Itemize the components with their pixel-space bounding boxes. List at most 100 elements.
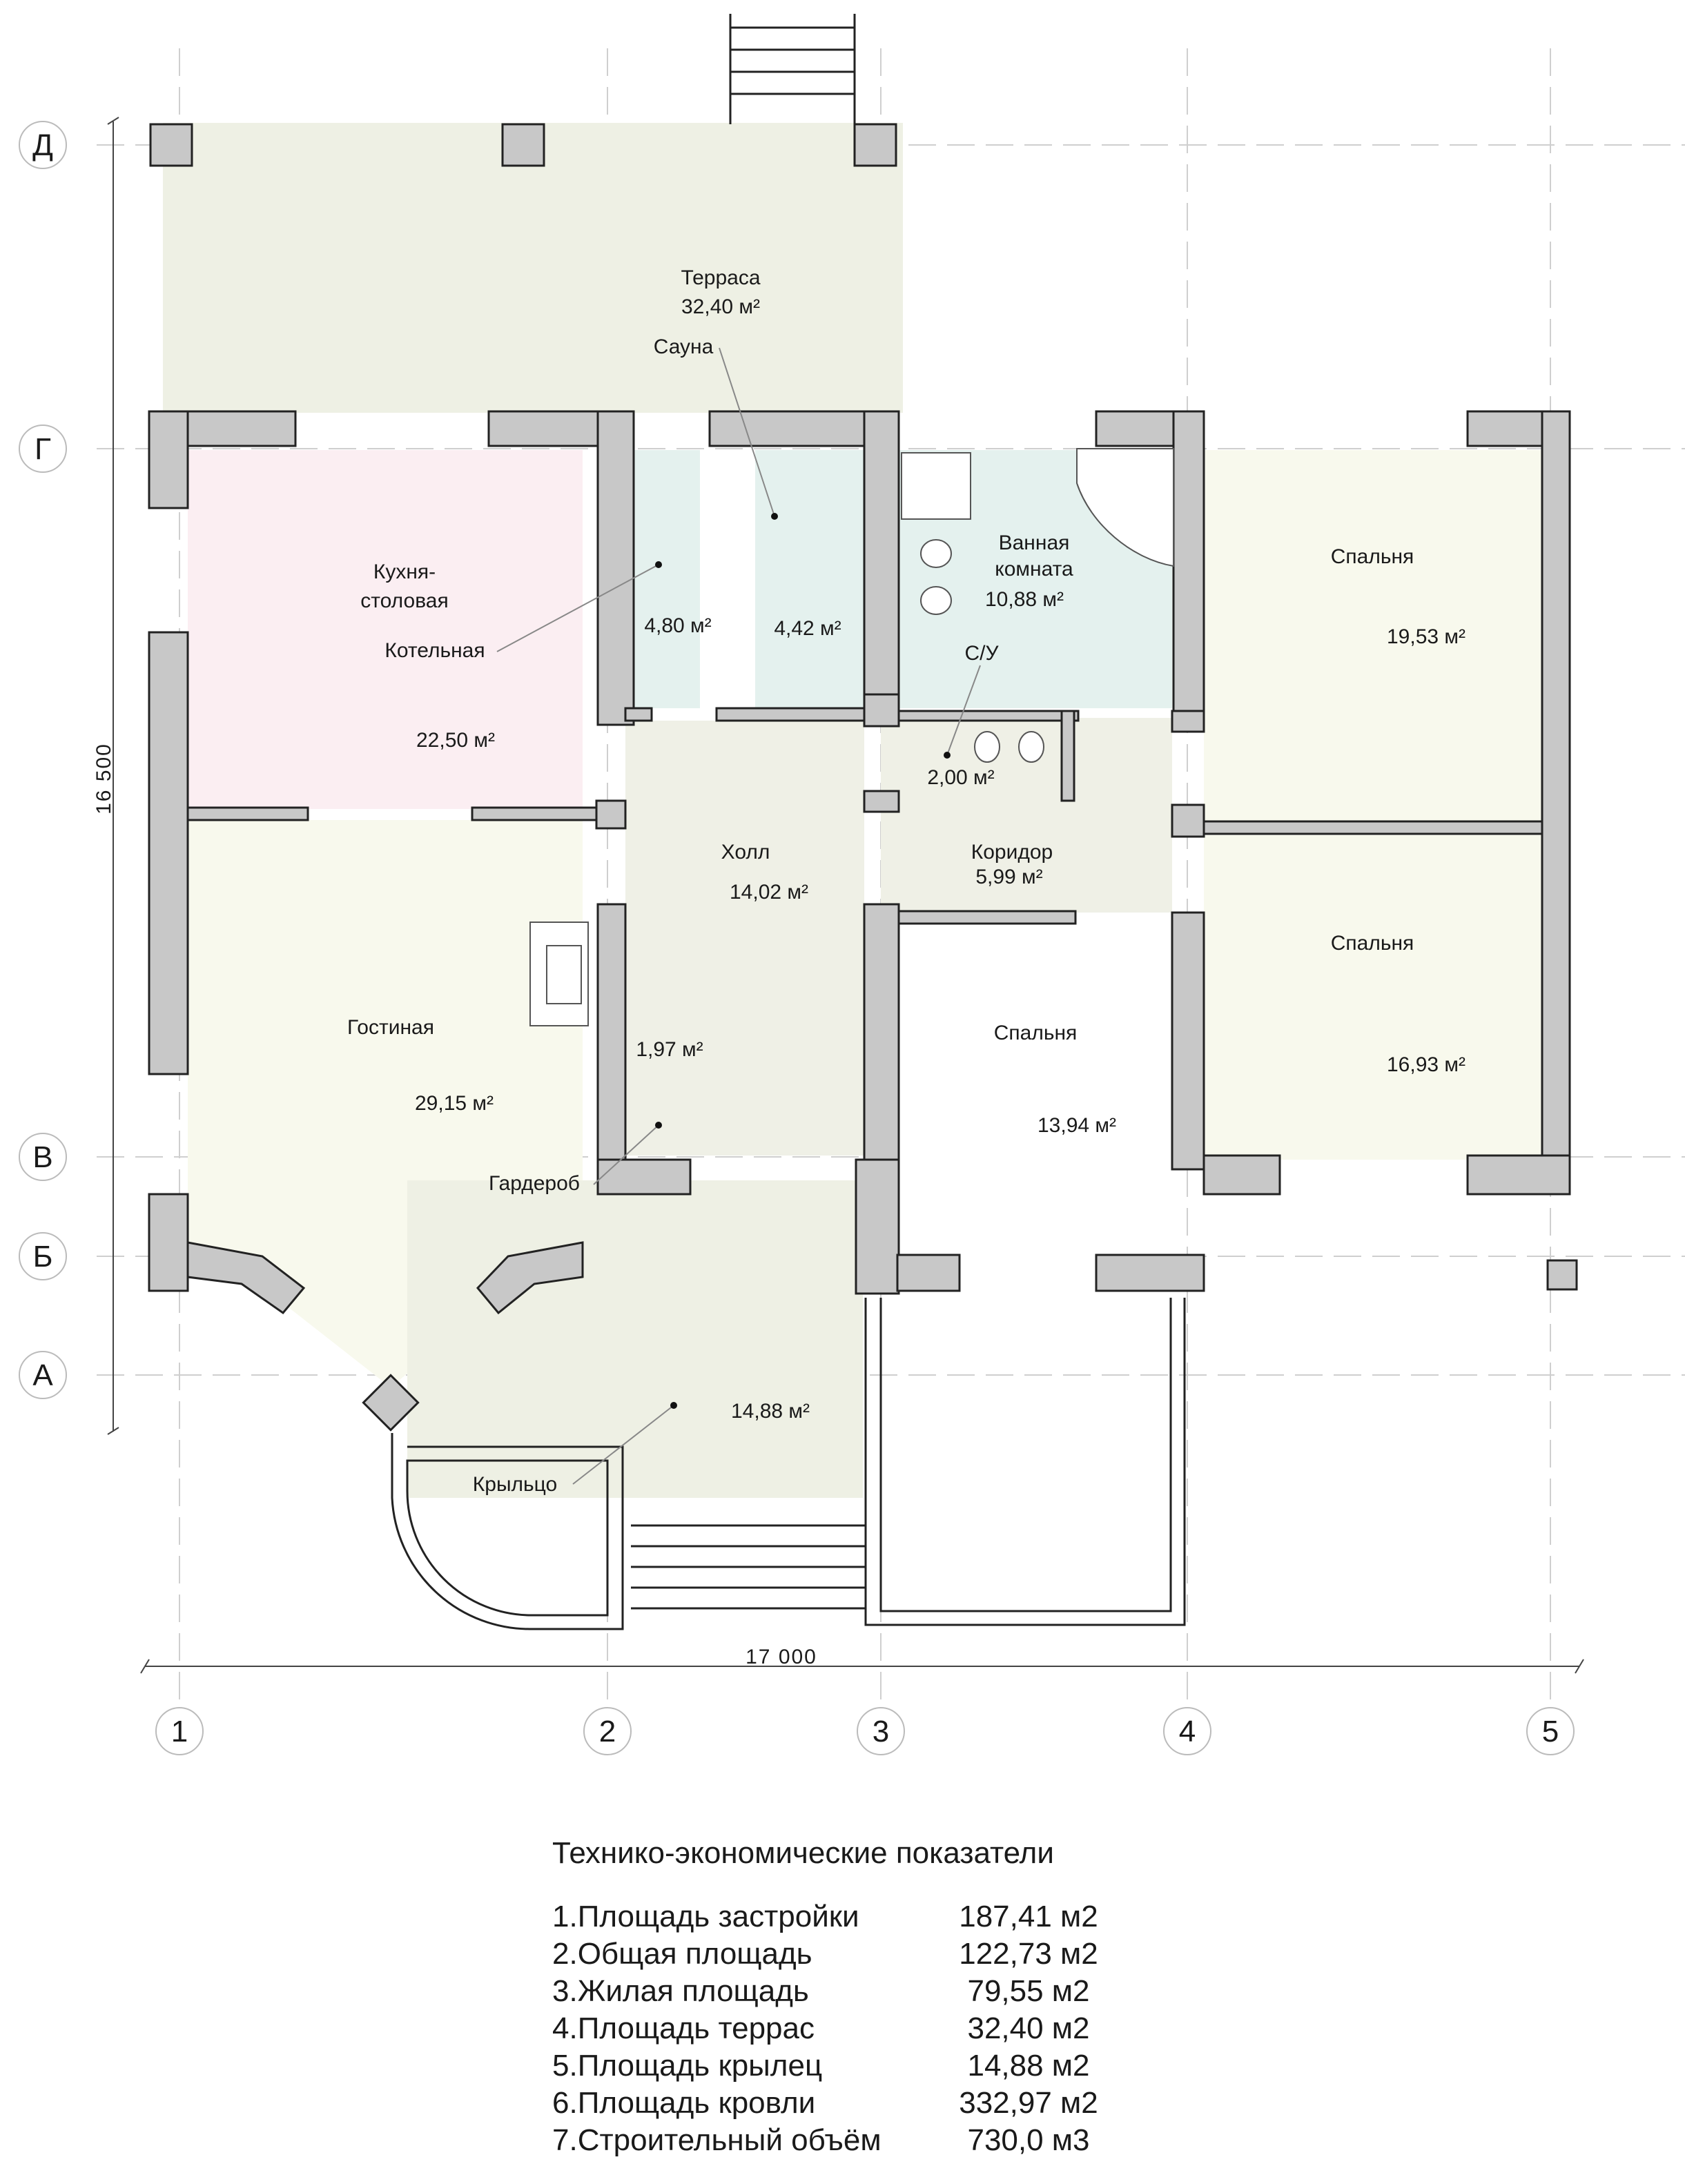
bedroom-top-area: 19,53 м² [1387,625,1465,648]
shower-tray-icon [901,452,971,520]
toilet-icon-2 [920,586,952,615]
svg-text:Г: Г [35,432,51,466]
stat-row: 2.Общая площадь 122,73 м2 [552,1936,1243,1973]
stat-label: 2.Общая площадь [552,1937,812,1971]
sauna-area: 4,42 м² [774,617,841,640]
room-fills [163,123,1542,1498]
axis-A: А [19,1351,67,1399]
sauna-label: Сауна [654,335,714,358]
stat-value: 79,55 м2 [967,1974,1090,2008]
svg-text:5: 5 [1542,1715,1559,1748]
hall-label: Холл [721,841,770,864]
stat-label: 4.Площадь террас [552,2011,815,2045]
dots [655,513,951,1409]
bath-area: 10,88 м² [985,588,1064,611]
terrace-floor [163,123,903,413]
boiler-floor [625,450,700,708]
porch-details [391,1298,1186,1630]
fixtures [529,448,1174,1026]
porch-area: 14,88 м² [731,1400,810,1423]
kitchen-floor [188,450,583,809]
stat-row: 5.Площадь крылец 14,88 м2 [552,2047,1243,2085]
wc-label: С/У [964,642,999,665]
svg-text:4: 4 [1179,1715,1196,1748]
bedroom-top-floor [1204,450,1542,823]
living-label: Гостиная [347,1016,434,1039]
stat-label: 6.Площадь кровли [552,2086,816,2120]
dimension-width: 17 000 [746,1646,817,1668]
dimensions [107,117,1584,1674]
stat-row: 3.Жилая площадь 79,55 м2 [552,1973,1243,2010]
porch-label: Крыльцо [473,1473,557,1496]
axis-4: 4 [1163,1707,1211,1755]
svg-text:Б: Б [33,1240,53,1274]
svg-text:В: В [32,1140,52,1174]
axis-5: 5 [1526,1707,1575,1755]
toilet-icon [920,539,952,568]
living-floor [188,820,583,1220]
stat-value: 730,0 м3 [967,2123,1090,2157]
stat-label: 7.Строительный объём [552,2123,882,2157]
svg-text:А: А [32,1358,53,1392]
fireplace-inner-icon [546,945,582,1004]
stat-value: 122,73 м2 [959,1937,1098,1971]
bedroom-mid-area: 13,94 м² [1038,1114,1116,1137]
kitchen-label-1: Кухня- [373,560,436,583]
wardrobe-label: Гардероб [489,1172,580,1195]
stat-row: 4.Площадь террас 32,40 м2 [552,2010,1243,2047]
bedroom-right-floor [1204,835,1542,1160]
axis-B: Б [19,1232,67,1280]
room-labels: Терраса 32,40 м² Сауна Кухня- столовая К… [347,266,1465,1496]
corridor-label: Коридор [971,841,1053,864]
stats-title: Технико-экономические показатели [552,1836,1054,1870]
hall-area: 14,02 м² [730,881,808,904]
axis-bubbles: Д Г В Б А 1 2 3 [19,121,1575,1755]
svg-text:3: 3 [873,1715,889,1748]
axis-V: В [19,1133,67,1181]
axis-1: 1 [155,1707,204,1755]
svg-text:2: 2 [599,1715,616,1748]
kitchen-label-2: столовая [360,589,449,612]
stat-row: 6.Площадь кровли 332,97 м2 [552,2085,1243,2122]
wc-toilet-icon [974,731,1000,763]
bedroom-mid-floor [899,925,1172,1263]
terrace-label: Терраса [681,266,760,289]
stat-value: 187,41 м2 [959,1900,1098,1933]
axis-3: 3 [857,1707,905,1755]
terrace-columns [149,123,1578,1291]
wardrobe-area: 1,97 м² [636,1038,703,1061]
boiler-label: Котельная [384,639,485,662]
wc-area: 2,00 м² [927,766,994,789]
bedroom-right-label: Спальня [1331,932,1414,955]
dimension-height: 16 500 [92,743,115,815]
svg-text:Д: Д [32,128,53,162]
bath-label-1: Ванная [999,532,1070,554]
porch-floor [407,1180,863,1498]
stat-label: 3.Жилая площадь [552,1974,809,2008]
terrace-stair [729,14,856,124]
wc-sink-icon [1018,731,1044,763]
terrace-area: 32,40 м² [681,295,760,318]
leaders [496,347,981,1485]
bedroom-top-label: Спальня [1331,545,1414,568]
stat-row: 7.Строительный объём 730,0 м3 [552,2122,1243,2159]
walls [148,410,1571,1432]
bathtub-icon [1076,448,1174,567]
stat-label: 5.Площадь крылец [552,2049,823,2083]
stat-value: 32,40 м2 [967,2011,1090,2045]
stat-row: 1.Площадь застройки 187,41 м2 [552,1898,1243,1936]
sauna-floor [755,450,864,708]
stat-label: 1.Площадь застройки [552,1900,859,1933]
bedroom-mid-label: Спальня [994,1022,1078,1044]
boiler-area: 4,80 м² [644,614,711,637]
floor-plan: Терраса 32,40 м² Сауна Кухня- столовая К… [19,14,1685,1755]
bedroom-right-area: 16,93 м² [1387,1053,1465,1076]
stat-value: 332,97 м2 [959,2086,1098,2120]
bath-label-2: комната [995,558,1073,581]
living-area: 29,15 м² [415,1092,494,1115]
technical-indicators: Технико-экономические показатели 1.Площа… [552,1836,1243,2159]
axis-2: 2 [583,1707,632,1755]
axis-G: Г [19,425,67,473]
svg-text:1: 1 [171,1715,188,1748]
stat-value: 14,88 м2 [967,2049,1090,2083]
